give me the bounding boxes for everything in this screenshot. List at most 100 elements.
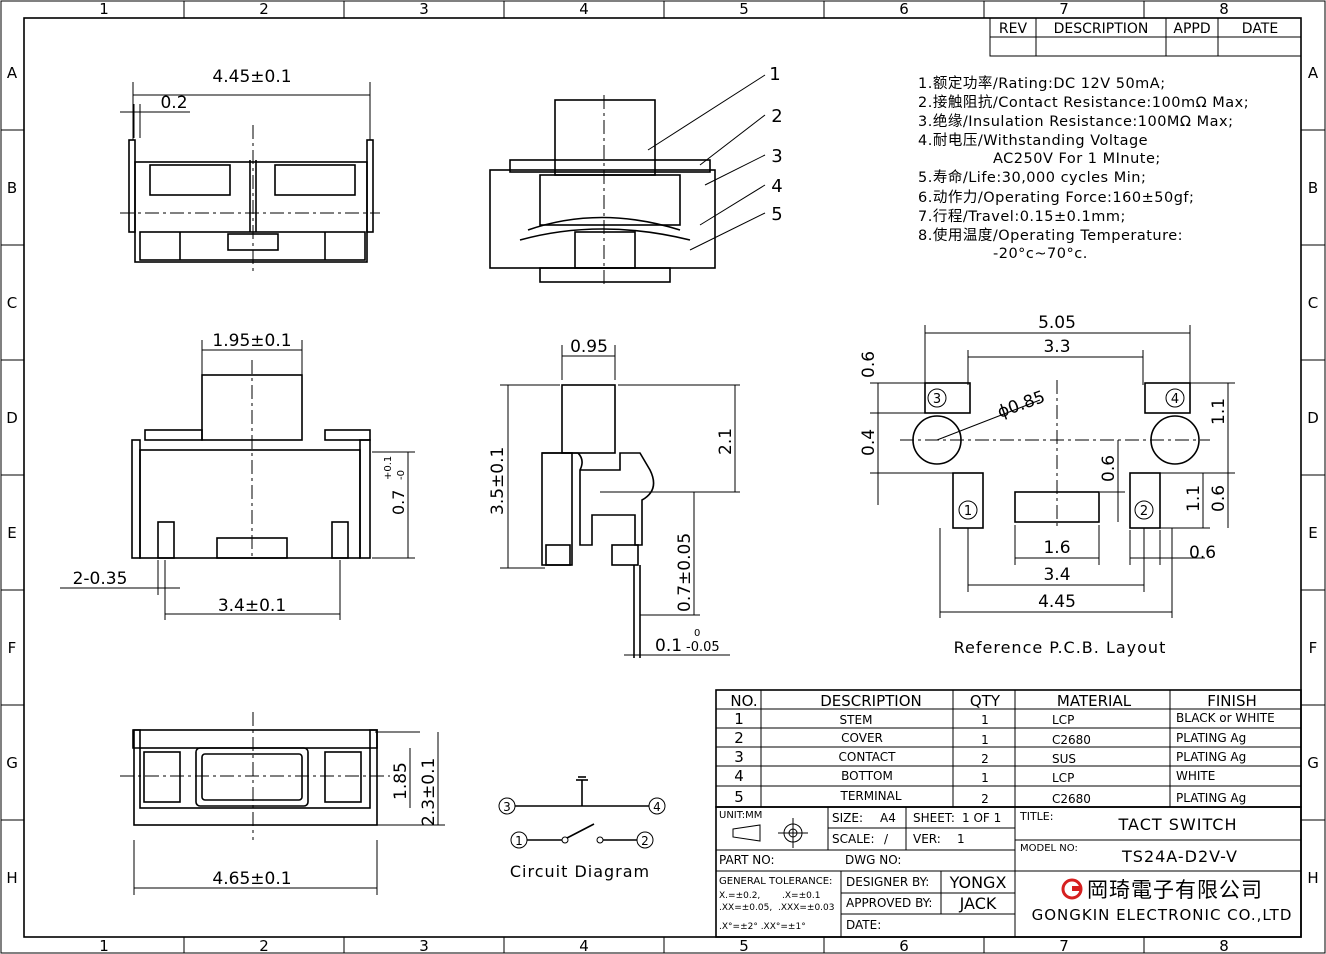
dim-top-pin: 0.2 [160,93,187,113]
col-label: 8 [1219,0,1229,18]
col-label: 5 [739,937,749,954]
dim-side-stem: 0.95 [570,337,608,357]
spec-line: -20°c~70°c. [993,246,1088,262]
rev-appd-header: APPD [1173,21,1210,37]
tolerance-label: GENERAL TOLERANCE: [719,876,832,887]
dwg-no-label: DWG NO: [845,853,901,867]
spec-line: 3.绝缘/Insulation Resistance:100MΩ Max; [918,113,1234,130]
bom-cell: 2 [734,729,744,747]
side-view: 0.95 3.5±0.1 2.1 0.7±0.05 0.1 0 -0.05 [488,337,740,658]
col-label: 7 [1059,0,1069,18]
dim-side-stem-h: 2.1 [716,428,736,455]
row-label: G [6,754,18,772]
dim-front-pin: 2-0.35 [73,569,128,589]
dim-front-pitch: 3.4±0.1 [218,596,286,616]
col-label: 5 [739,0,749,18]
model-label: MODEL NO: [1020,843,1078,854]
dim-front-tol-minus: -0 [396,470,407,480]
col-label: 2 [259,0,269,18]
title-block: UNIT:MM SIZE: A4 SHEET: 1 OF 1 SCALE: / … [715,806,1302,938]
company-logo-icon [1061,878,1083,900]
bom-cell: 1 [981,733,989,747]
sheet-label: SHEET: [913,811,955,825]
dim-bottom-h1: 1.85 [391,762,411,800]
bom-cell: 2 [981,752,989,766]
part-callout-3: 3 [771,146,782,167]
ver-label: VER: [913,832,941,846]
pcb-dim-06b: 0.6 [1099,455,1119,482]
bom-cell: PLATING Ag [1176,791,1246,805]
row-label: H [6,869,17,887]
col-label: 4 [579,0,589,18]
circuit-node-4: 4 [653,800,661,814]
circuit-node-2: 2 [641,834,649,848]
bom-cell: BOTTOM [841,769,893,783]
pcb-layout: 5.05 3.3 3 4 1 2 ϕ0.85 0.6 0.4 1.1 [859,313,1235,657]
title-value: TACT SWITCH [1118,815,1238,834]
spec-line: 6.动作力/Operating Force:160±50gf; [918,189,1194,206]
col-label: 8 [1219,937,1229,954]
bom-cell: C2680 [1052,792,1091,806]
pcb-dim-11a: 1.1 [1209,398,1229,425]
bom-cell: PLATING Ag [1176,750,1246,764]
spec-line: 4.耐电压/Withstanding Voltage [918,132,1148,149]
pcb-pad-label-3: 3 [933,392,941,407]
section-view: 1 2 3 4 5 [489,64,783,285]
part-callout-1: 1 [769,64,780,85]
bom-header-description: DESCRIPTION [820,692,922,710]
part-callout-5: 5 [771,204,782,225]
pcb-title: Reference P.C.B. Layout [954,638,1167,657]
specifications: 1.额定功率/Rating:DC 12V 50mA; 2.接触阻抗/Contac… [918,75,1249,262]
col-label: 4 [579,937,589,954]
title-label: TITLE: [1019,810,1053,823]
row-label: G [1307,754,1319,772]
row-label: C [1308,294,1318,312]
pcb-dim-11b: 1.1 [1184,485,1204,512]
col-label: 3 [419,937,429,954]
dim-side-lead: 0.1 [655,636,682,656]
bom-header-qty: QTY [970,692,1001,710]
part-no-label: PART NO: [719,853,775,867]
border-row-labels-left: A B C D E F G H [6,64,18,887]
bom-cell: 4 [734,767,744,785]
spec-line: 8.使用温度/Operating Temperature: [918,227,1183,244]
pcb-dim-06: 0.6 [1189,543,1216,563]
row-label: D [6,409,18,427]
bom-row: 5 TERMINAL 2 C2680 PLATING Ag [734,788,1246,806]
col-label: 1 [99,937,109,954]
part-callout-4: 4 [771,176,782,197]
front-view: 1.95±0.1 0.7 +0.1 -0 2-0.35 3.4±0.1 [60,331,415,620]
tolerance-3: .XX=±0.05, [719,903,772,913]
pcb-dim-04: 0.4 [859,429,879,456]
circuit-diagram: 3 4 1 2 Circuit Diagram [498,776,666,881]
bom-row: 1 STEM 1 LCP BLACK or WHITE [734,710,1274,728]
pcb-pad-label-2: 2 [1140,504,1148,519]
dim-side-lead-sub: -0.05 [686,640,720,655]
circuit-node-3: 3 [503,800,511,814]
rev-header: REV [999,21,1028,37]
company-name-en: GONGKIN ELECTRONIC CO.,LTD [1032,906,1293,924]
row-label: F [8,639,17,657]
bom-row: 2 COVER 1 C2680 PLATING Ag [734,729,1246,747]
pcb-dim-33: 3.3 [1043,337,1070,357]
tolerance-5: .X°=±2° .XX°=±1° [719,922,806,932]
bom-cell: 1 [981,771,989,785]
part-callout-2: 2 [771,106,782,127]
pcb-pad-4 [1144,382,1191,414]
bom-cell: BLACK or WHITE [1176,711,1275,725]
pcb-pad-label-4: 4 [1171,392,1179,407]
bom-header-finish: FINISH [1207,692,1257,710]
dim-front-tol-plus: +0.1 [383,456,394,480]
revision-block: REV DESCRIPTION APPD DATE [989,17,1302,57]
scale-value: / [884,832,889,846]
dim-side-body: 0.7±0.05 [675,533,695,612]
bom-cell: 5 [734,788,744,806]
spec-line: 7.行程/Travel:0.15±0.1mm; [918,208,1126,225]
row-label: D [1307,409,1319,427]
tolerance-1: X.=±0.2, [719,891,760,901]
row-label: F [1309,639,1318,657]
pcb-dim-445: 4.45 [1038,592,1076,612]
row-label: H [1307,869,1318,887]
bom-cell: 2 [981,792,989,806]
